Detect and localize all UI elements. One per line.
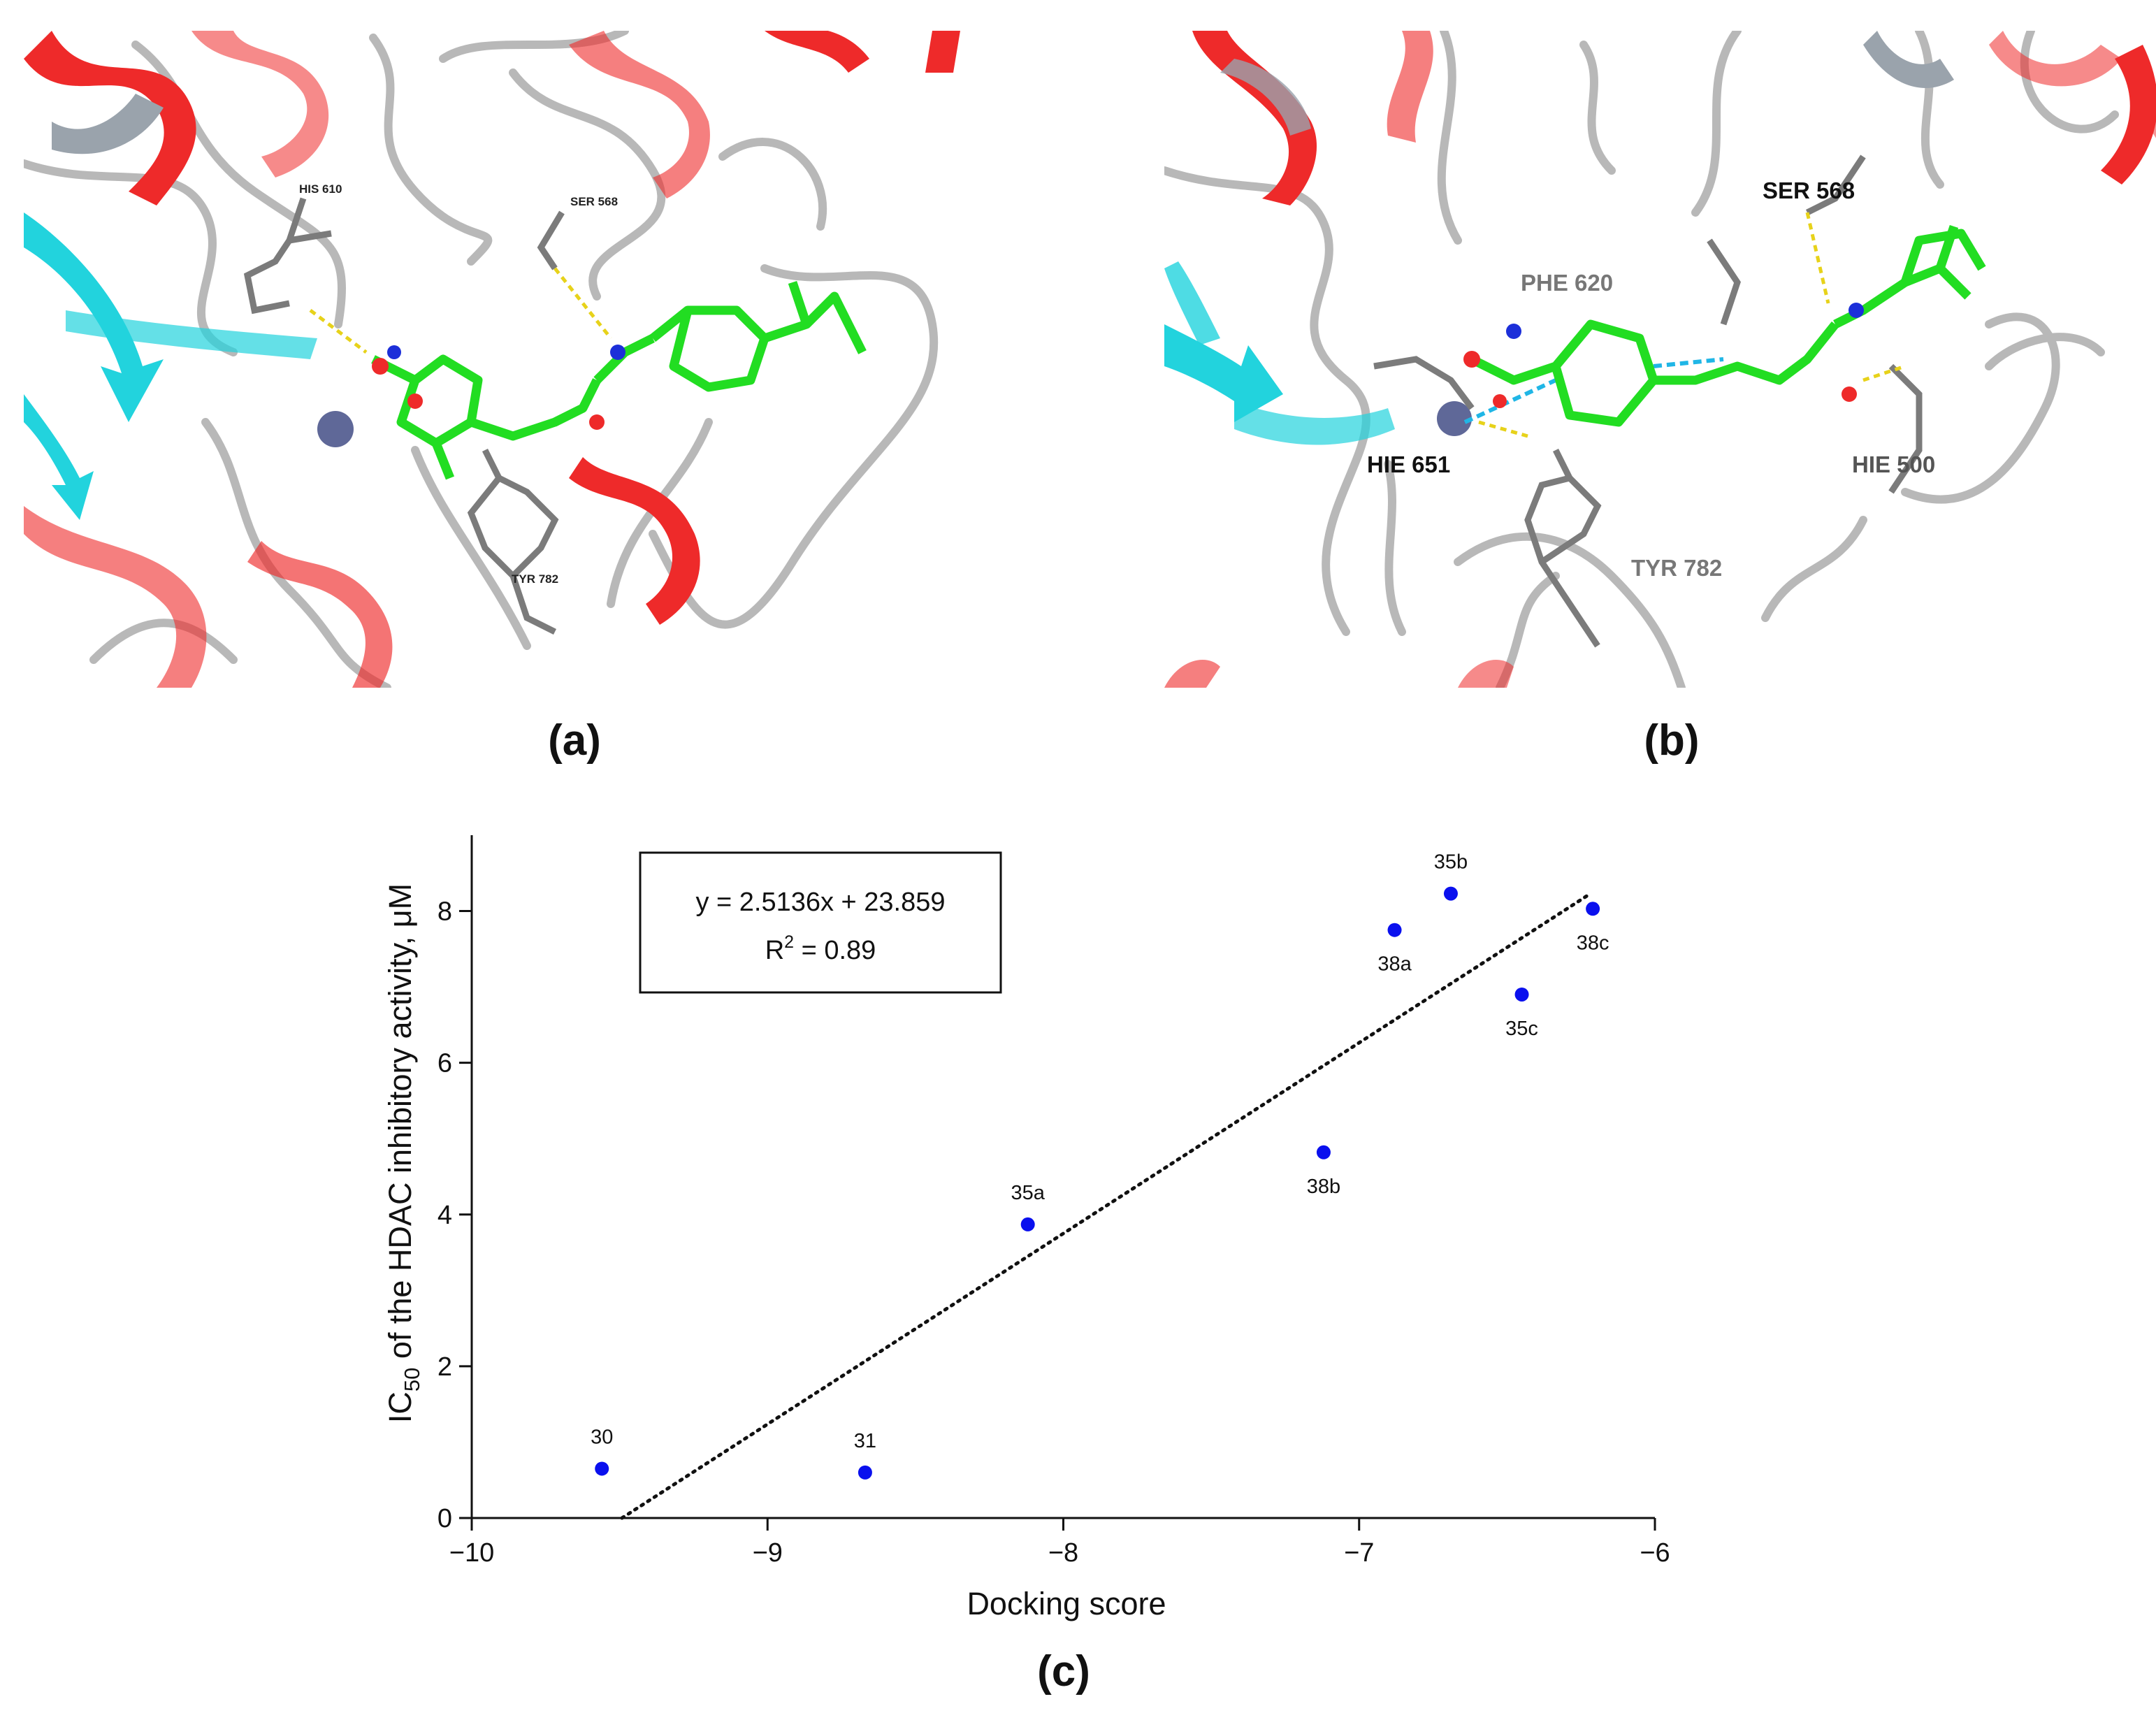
protein-sheet-b — [1164, 261, 1395, 445]
residue-sticks-a — [243, 197, 565, 635]
hbonds-a — [309, 267, 612, 354]
data-label-35b: 35b — [1434, 851, 1468, 874]
ligand-atoms-a — [372, 345, 625, 430]
y-tick-label: 2 — [437, 1352, 452, 1382]
data-label-30: 30 — [591, 1426, 613, 1448]
data-point-38a — [1387, 923, 1402, 937]
panel-label-a: (a) — [548, 716, 601, 765]
data-point-30 — [595, 1461, 609, 1476]
residue-label-b-ser568: SER 568 — [1763, 178, 1855, 203]
data-point-35c — [1514, 987, 1529, 1002]
r-squared-suffix: = 0.89 — [794, 936, 876, 965]
data-label-35c: 35c — [1505, 1018, 1538, 1040]
y-axis-title-subscript: 50 — [400, 1368, 424, 1392]
equation-box — [639, 851, 1002, 994]
zinc-ion-b — [1437, 401, 1472, 436]
data-label-38c: 38c — [1577, 932, 1609, 954]
data-point-38b — [1316, 1145, 1331, 1159]
data-label-35a: 35a — [1011, 1182, 1046, 1204]
trendline — [620, 892, 1592, 1520]
data-label-38b: 38b — [1307, 1176, 1340, 1198]
protein-helix-b — [1164, 31, 2156, 688]
x-tick-label: −7 — [1344, 1538, 1374, 1568]
data-point-35b — [1443, 886, 1458, 901]
r-squared-prefix: R — [765, 936, 784, 965]
docking-pose-a-image: HIS 610 SER 568 TYR 782 — [24, 31, 960, 688]
pi-stacking-b — [1463, 357, 1724, 424]
docking-pose-b-image: SER 568 PHE 620 HIE 651 HIE 500 TYR 782 — [1164, 31, 2156, 688]
x-axis-title: Docking score — [967, 1586, 1166, 1621]
hbonds-b — [1478, 212, 1906, 438]
x-tick-label: −9 — [753, 1538, 783, 1568]
docking-pose-panel-a: HIS 610 SER 568 TYR 782 — [24, 31, 1061, 688]
plot-area: −10 −9 −8 −7 −6 0 2 4 6 8 30 31 35a 38b 38a 35b 35c 38c — [437, 835, 1670, 1568]
residue-label-b-phe620: PHE 620 — [1521, 270, 1613, 296]
residue-label-a-ser568: SER 568 — [570, 195, 618, 208]
y-tick-label: 4 — [437, 1201, 452, 1230]
equation-line: y = 2.5136x + 23.859 — [695, 888, 945, 917]
y-axis-title-prefix: IC — [382, 1392, 418, 1423]
data-label-31: 31 — [854, 1430, 876, 1452]
protein-helix-a — [24, 31, 960, 688]
docking-pose-panel-b: SER 568 PHE 620 HIE 651 HIE 500 TYR 782 — [1164, 31, 2156, 688]
data-point-31 — [858, 1465, 872, 1480]
zinc-ion-a — [317, 411, 354, 447]
x-tick-label: −6 — [1640, 1538, 1670, 1568]
y-axis-title: IC50 of the HDAC inhibitory activity, μM — [382, 883, 424, 1423]
y-tick-label: 8 — [437, 897, 452, 927]
residue-label-b-hie651: HIE 651 — [1367, 451, 1450, 477]
residue-label-b-hie500: HIE 500 — [1852, 451, 1935, 477]
residue-label-a-his610: HIS 610 — [299, 182, 342, 196]
data-point-35a — [1020, 1217, 1035, 1231]
residue-sticks-b — [1373, 154, 1923, 648]
data-point-38c — [1586, 902, 1600, 916]
protein-sheet-a — [24, 212, 317, 520]
residue-label-b-tyr782: TYR 782 — [1631, 555, 1722, 581]
r-squared-text: R2 = 0.89 — [765, 932, 876, 965]
y-tick-label: 6 — [437, 1049, 452, 1078]
scatter-chart: −10 −9 −8 −7 −6 0 2 4 6 8 30 31 35a 38b 38a 35b 35c 38c y… — [382, 835, 1670, 1621]
x-tick-label: −8 — [1048, 1538, 1078, 1568]
panel-label-b: (b) — [1644, 716, 1700, 765]
residue-label-a-tyr782: TYR 782 — [512, 572, 558, 586]
ligand-a — [371, 280, 867, 480]
panel-label-c: (c) — [1037, 1647, 1090, 1696]
y-axis-title-suffix: of the HDAC inhibitory activity, μM — [382, 883, 418, 1368]
y-tick-label: 0 — [437, 1504, 452, 1533]
r-squared-superscript: 2 — [784, 932, 794, 952]
data-label-38a: 38a — [1377, 953, 1412, 976]
ligand-atoms-b — [1463, 303, 1864, 408]
x-tick-label: −10 — [449, 1538, 494, 1568]
